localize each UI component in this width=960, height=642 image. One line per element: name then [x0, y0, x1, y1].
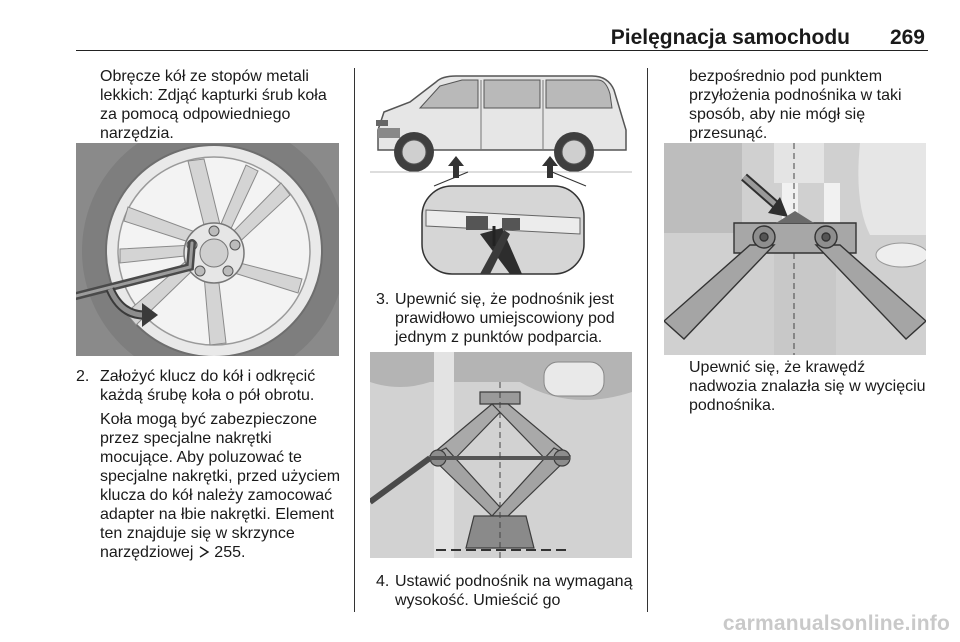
header-rule — [76, 50, 928, 51]
step-3-number: 3. — [376, 291, 390, 308]
note-last-line: narzędziowej 255. — [100, 544, 246, 561]
column-divider-2 — [647, 68, 648, 612]
step-2-number: 2. — [76, 368, 90, 385]
van-jacking-points-illustration — [370, 68, 632, 276]
step-4-number: 4. — [376, 573, 390, 590]
col3-intro-paragraph: bezpośrednio pod punktem przyłożenia pod… — [689, 68, 902, 142]
page-number: 269 — [889, 26, 925, 49]
step-4-text: Ustawić podnośnik na wymaganą wysokość. … — [395, 573, 633, 609]
column-divider-1 — [354, 68, 355, 612]
running-header-title: Pielęgnacja samochodu — [610, 26, 850, 49]
page-reference-link[interactable]: 255. — [214, 544, 246, 561]
arrow-reference-icon[interactable] — [198, 544, 210, 558]
scissor-jack-illustration — [370, 352, 632, 558]
col1-intro-paragraph: Obręcze kół ze stopów metali lekkich: Zd… — [100, 68, 327, 142]
step-2-text: Założyć klucz do kół i odkręcić każdą śr… — [100, 368, 316, 404]
locking-nut-note: Koła mogą być zabezpieczone przez specja… — [100, 411, 341, 561]
jack-sill-notch-illustration — [664, 143, 926, 355]
wheel-wrench-illustration — [76, 143, 339, 356]
site-watermark: carmanualsonline.info — [722, 612, 950, 635]
jack-placement-caption: Upewnić się, że krawędź nadwozia znalazł… — [689, 359, 926, 414]
step-3-text: Upewnić się, że podnośnik jest prawidłow… — [395, 291, 615, 346]
